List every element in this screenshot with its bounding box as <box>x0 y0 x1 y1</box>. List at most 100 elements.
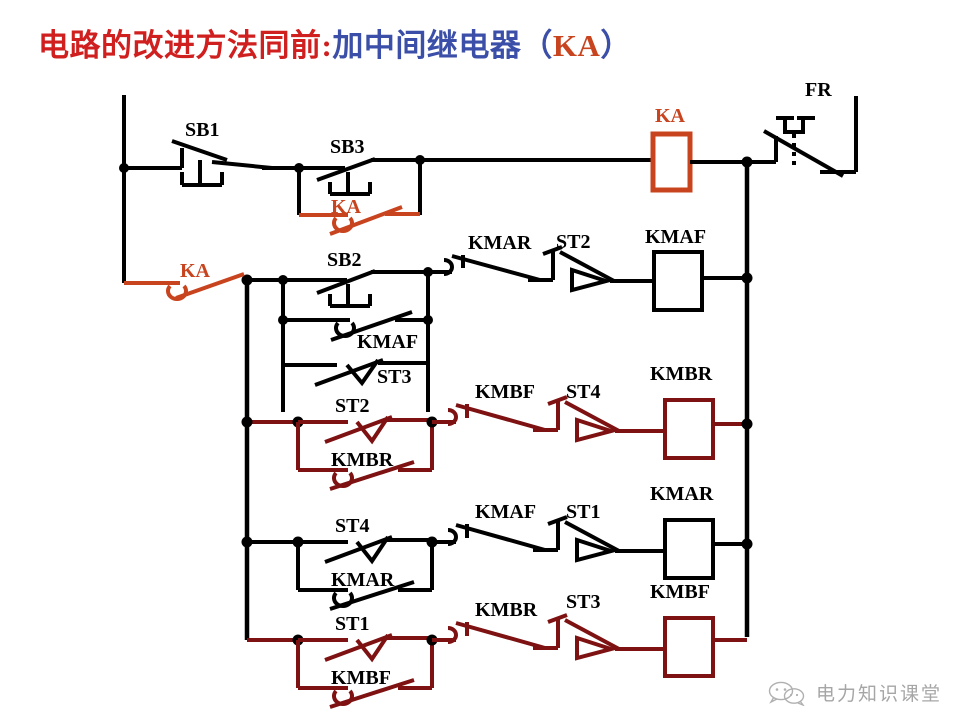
kmbf-seal-label: KMBF <box>331 667 391 689</box>
kmbr-nc-contact[interactable]: KMBR <box>432 599 558 650</box>
kmar-nc-contact[interactable]: KMAR <box>428 232 553 282</box>
st3-label: ST3 <box>377 366 411 388</box>
kmar-seal-label: KMAR <box>331 569 395 591</box>
sb2-no-pushbutton[interactable]: SB2 <box>299 249 428 308</box>
st3-nc-label: ST3 <box>566 591 600 613</box>
fr-nc-blade <box>763 129 844 178</box>
st2-nc-cap <box>542 245 563 256</box>
ka-no-contact-branch[interactable]: KA <box>124 260 245 301</box>
sb3-no-pushbutton[interactable]: SB3 <box>299 136 420 196</box>
kmar-coil-label: KMAR <box>650 483 714 505</box>
st3-roller-arrow <box>345 358 380 387</box>
st4-nc-limit-switch[interactable]: ST4 <box>547 381 665 443</box>
st2-nc-blade <box>559 250 615 283</box>
kmbr-coil[interactable]: KMBR <box>650 363 715 460</box>
st1-nc-limit-switch[interactable]: ST1 <box>547 501 665 563</box>
fr-label: FR <box>805 79 832 101</box>
fr-heater-element <box>783 118 805 134</box>
ka-seal-blade <box>329 205 403 236</box>
page-title: 电路的改进方法同前:加中间继电器（KA） <box>38 20 632 65</box>
kmbf-coil[interactable]: KMBF <box>650 581 715 678</box>
kmbr-nc-blade <box>455 621 546 650</box>
kmar-no-contact-seal[interactable]: KMAR <box>298 569 432 611</box>
st2-nc-label: ST2 <box>556 231 590 253</box>
st2-nc-limit-switch[interactable]: ST2 <box>542 231 654 293</box>
st1-no-roller-arrow <box>355 633 390 663</box>
sb1-nc-pushbutton[interactable]: SB1 <box>171 119 273 187</box>
kmbr-coil-label: KMBR <box>650 363 713 385</box>
junction-dot <box>423 315 433 325</box>
kmbf-nc-blade <box>455 403 546 432</box>
kmbf-nc-contact[interactable]: KMBF <box>432 381 558 432</box>
junction-dot <box>415 155 425 165</box>
sb1-blade <box>171 139 228 162</box>
kmaf-nc-contact[interactable]: KMAF <box>432 501 558 552</box>
junction-dot <box>741 418 753 430</box>
st4-no-roller-arrow <box>355 535 390 565</box>
kmbf-coil-label: KMBF <box>650 581 710 603</box>
kmbr-no-contact-seal[interactable]: KMBR <box>298 449 432 491</box>
kmar-seal-blade <box>329 580 415 611</box>
kmar-nc-label: KMAR <box>468 232 532 254</box>
rung-3: ST2 KMBR KMBF <box>241 363 753 491</box>
st1-no-label: ST1 <box>335 613 369 635</box>
ka-coil[interactable]: KA <box>650 105 693 193</box>
title-part-blue: 加中间继电器（ <box>332 28 553 63</box>
st4-nc-cap <box>547 395 568 406</box>
kmaf-seal-blade <box>330 310 413 342</box>
st3-nc-arrow <box>575 635 619 661</box>
st1-nc-label: ST1 <box>566 501 600 523</box>
junction-dot <box>241 416 253 428</box>
ka-coil-label: KA <box>655 105 686 127</box>
st2-no-label: ST2 <box>335 395 369 417</box>
watermark: 电力知识课堂 <box>767 679 942 706</box>
junction-dot <box>741 538 753 550</box>
st4-no-blade <box>324 535 393 564</box>
ka-coil-box <box>650 131 693 193</box>
kmbr-nc-terminal-loop <box>447 626 458 644</box>
kmbf-no-contact-seal[interactable]: KMBF <box>298 667 432 709</box>
st3-nc-limit-switch[interactable]: ST3 <box>547 591 665 661</box>
sb1-label: SB1 <box>185 119 219 141</box>
st4-nc-label: ST4 <box>566 381 600 403</box>
kmbf-nc-label: KMBF <box>475 381 535 403</box>
st2-no-limit-switch[interactable]: ST2 <box>298 395 432 445</box>
kmar-coil[interactable]: KMAR <box>650 483 715 580</box>
kmbr-nc-label: KMBR <box>475 599 538 621</box>
st1-no-blade <box>324 633 393 662</box>
st2-no-roller-arrow <box>355 415 390 445</box>
kmaf-coil[interactable]: KMAF <box>645 226 706 312</box>
ka-no-contact-seal[interactable]: KA <box>299 196 420 236</box>
kmbf-coil-box <box>663 616 715 678</box>
junction-dot <box>741 272 753 284</box>
kmaf-coil-label: KMAF <box>645 226 706 248</box>
ka-seal-label: KA <box>331 196 362 218</box>
st2-no-blade <box>324 415 393 444</box>
kmaf-coil-box <box>652 250 704 312</box>
title-part-red: 电路的改进方法同前: <box>38 28 333 63</box>
st1-no-limit-switch[interactable]: ST1 <box>298 613 432 663</box>
st4-no-limit-switch[interactable]: ST4 <box>298 515 432 565</box>
kmar-coil-box <box>663 518 715 580</box>
kmbr-coil-box <box>663 398 715 460</box>
sb2-blade <box>316 269 376 295</box>
kmar-nc-blade <box>451 254 541 282</box>
kmaf-nc-label: KMAF <box>475 501 536 523</box>
ka-branch-blade <box>175 272 245 300</box>
st1-nc-blade <box>564 520 620 553</box>
fr-thermal-overload[interactable]: FR <box>747 79 858 178</box>
kmbr-seal-blade <box>329 460 415 491</box>
st1-nc-arrow <box>575 537 619 563</box>
kmaf-no-contact-seal[interactable]: KMAF <box>278 310 433 353</box>
st1-nc-cap <box>547 515 568 526</box>
sb3-blade <box>316 157 376 182</box>
wechat-bubble-icon <box>768 681 805 706</box>
rung-4: ST4 KMAR KMAF <box>241 483 753 611</box>
junction-dot <box>241 536 253 548</box>
rung-5: ST1 KMBF KMBR <box>247 581 747 709</box>
st3-no-limit-switch[interactable]: ST3 <box>283 358 428 388</box>
sb2-label: SB2 <box>327 249 361 271</box>
kmaf-nc-blade <box>455 523 546 552</box>
